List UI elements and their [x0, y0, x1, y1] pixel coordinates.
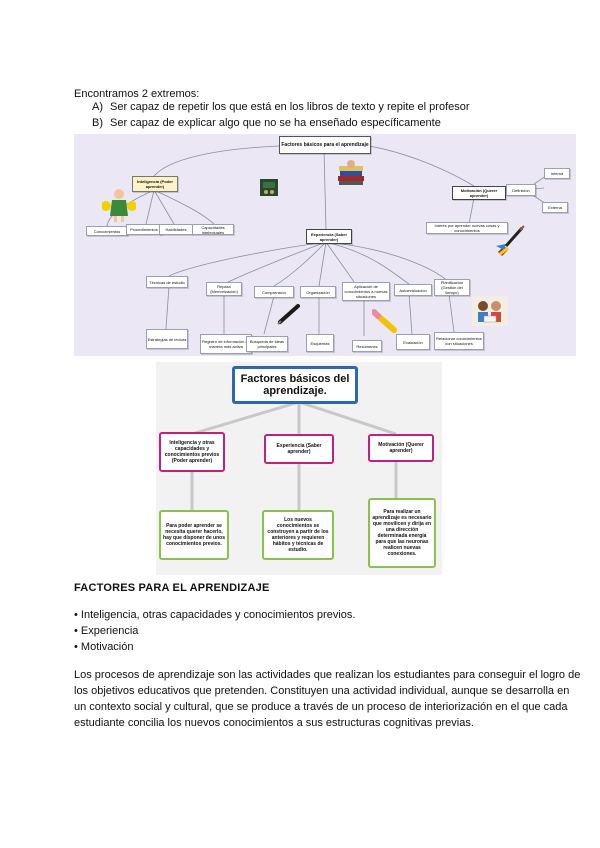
books-illustration: [338, 160, 364, 185]
map1-exp-box: Autoevaluación: [394, 284, 432, 296]
bullet-item: • Experiencia: [74, 625, 139, 637]
map1-inteligencia-box: Inteligencia (Poder aprender): [132, 176, 178, 192]
map2-connectors: [190, 400, 398, 512]
map1-sub-box: Definición: [506, 184, 536, 196]
map2-motivacion-box: Motivación (Querer aprender): [368, 434, 434, 462]
pen-illustration: [277, 304, 300, 325]
map1-sub-box: Procedimientos: [126, 224, 162, 235]
map1-sub-box: Capacidades intelectuales: [192, 224, 234, 235]
paintbrush-illustration: [496, 225, 525, 256]
map1-sub-box: Interna: [544, 168, 570, 179]
map2-title-box: Factores básicos del aprendizaje.: [232, 366, 358, 404]
list-text: Ser capaz de repetir los que está en los…: [110, 101, 470, 113]
map1-leaf-box: Búsqueda de ideas principales: [246, 336, 288, 352]
concept-map-detailed: Factores básicos para el aprendizaje Int…: [74, 134, 576, 356]
map1-leaf-box: Registro de información de manera más ac…: [200, 334, 252, 354]
list-marker: A): [92, 101, 103, 113]
map1-exp-box: Comprensión: [254, 286, 294, 298]
body-paragraph: Los procesos de aprendizaje son las acti…: [74, 669, 581, 729]
intro-text: Encontramos 2 extremos:: [74, 88, 200, 100]
map2-experiencia-box: Experiencia (Saber aprender): [264, 434, 334, 464]
map1-sub-box: Conocimientos: [86, 226, 128, 236]
list-text: Ser capaz de explicar algo que no se ha …: [110, 117, 441, 129]
map2-inteligencia-box: Inteligencia y otras capacidades y conoc…: [159, 432, 225, 472]
pencil-illustration: [372, 309, 397, 333]
map1-leaf-box: Esquemas: [306, 334, 334, 352]
map2-desc-box: Para realizar un aprendizaje es necesari…: [368, 498, 436, 568]
list-marker: B): [92, 117, 103, 129]
map1-leaf-box: Resúmenes: [352, 340, 382, 352]
map2-desc-box: Los nuevos conocimientos se construyen a…: [262, 510, 334, 560]
map1-sub-box: Interés por aprender nuevas cosas y cono…: [426, 222, 508, 234]
map1-leaf-box: Evaluación: [396, 334, 430, 350]
map1-exp-box: Repaso (Memorización): [206, 282, 242, 296]
map1-sub-box: Externa: [542, 202, 568, 213]
map1-sub-box: Habilidades: [159, 224, 193, 235]
map1-title-box: Factores básicos para el aprendizaje: [279, 136, 371, 154]
map1-exp-box: Organización: [300, 286, 336, 298]
map1-experiencia-box: Experiencia (Saber aprender): [306, 229, 352, 244]
cheerleader-illustration: [102, 189, 136, 222]
bullet-item: • Inteligencia, otras capacidades y cono…: [74, 609, 356, 621]
map1-exp-box: Técnicas de estudio: [146, 276, 188, 288]
map1-leaf-box: Relacionar conocimientos con situaciones: [434, 332, 484, 350]
map2-desc-box: Para poder aprender se necesita querer h…: [159, 510, 229, 560]
classroom-illustration: [260, 179, 278, 196]
concept-map-simple: Factores básicos del aprendizaje. Inteli…: [156, 362, 442, 575]
reading-kids-illustration: [472, 296, 508, 326]
map1-exp-box: Aplicación de conocimientos a nuevas sit…: [342, 282, 390, 301]
map1-exp-box: Planificación (Gestión del tiempo): [434, 279, 470, 296]
map1-motivacion-box: Motivación (Querer aprender): [452, 186, 506, 200]
map1-leaf-box: Estrategias de lectura: [146, 329, 188, 349]
section-heading: FACTORES PARA EL APRENDIZAJE: [74, 582, 270, 594]
bullet-item: • Motivación: [74, 641, 134, 653]
